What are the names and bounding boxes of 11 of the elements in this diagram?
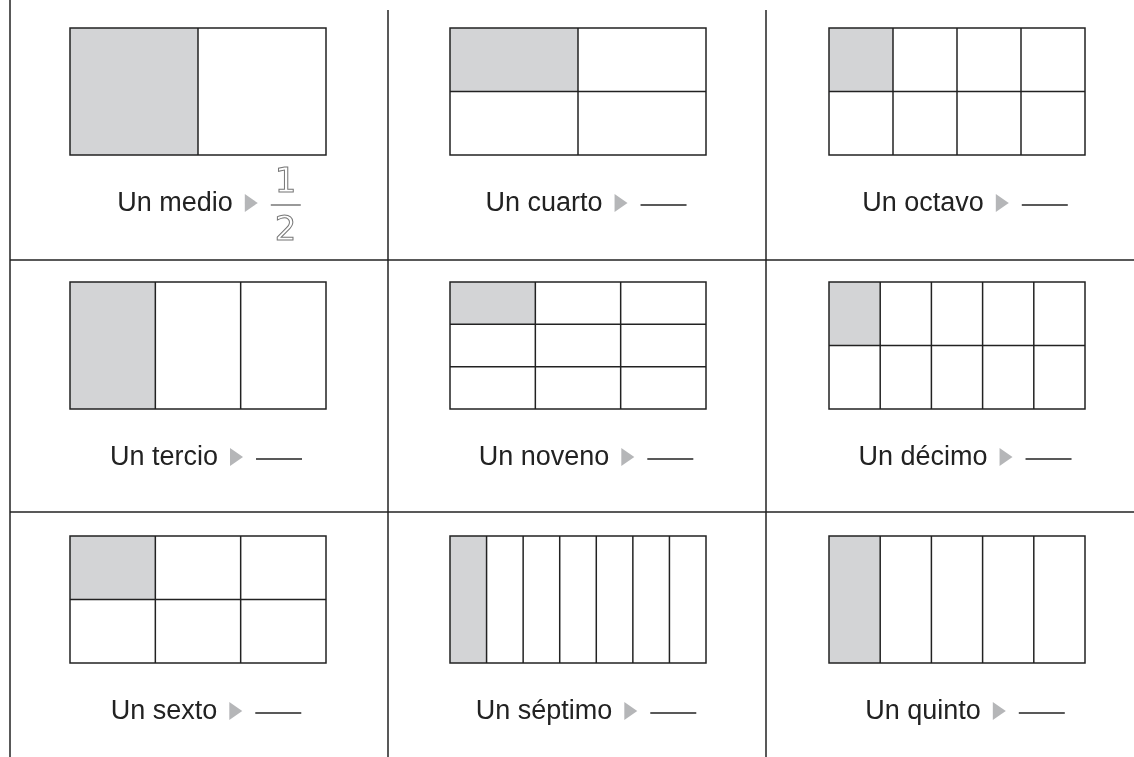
fraction-name: Un quinto xyxy=(865,695,981,726)
fraction-name: Un cuarto xyxy=(485,187,603,218)
tracing-denominator: 2 xyxy=(274,211,297,245)
fraction-name: Un noveno xyxy=(478,441,610,472)
fraction-name: Un décimo xyxy=(858,441,988,472)
fraction-name: Un tercio xyxy=(109,441,218,472)
fraction-name: Un séptimo xyxy=(475,695,613,726)
tracing-numerator: 1 xyxy=(274,163,297,197)
fraction-name: Un medio xyxy=(117,187,233,218)
fraction-name: Un sexto xyxy=(110,695,218,726)
fraction-name: Un octavo xyxy=(862,187,984,218)
